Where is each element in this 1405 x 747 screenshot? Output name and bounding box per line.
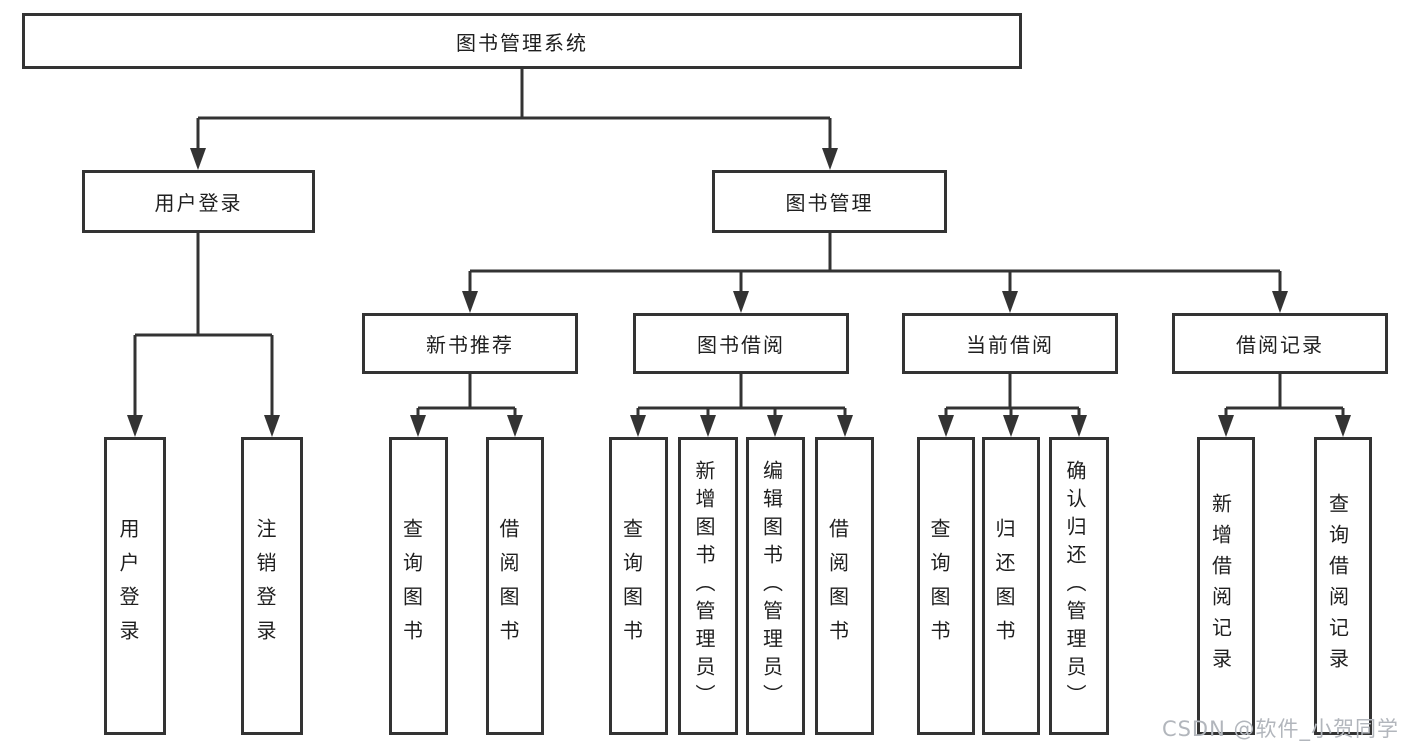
leaf-rec-borrow-books: 借阅图书 (486, 437, 544, 735)
leaf-user-login: 用户登录 (104, 437, 166, 735)
leaf-bb-add-books-admin: 新增图书（管理员） (678, 437, 738, 735)
arrowhead (630, 415, 646, 437)
arrowhead (767, 415, 783, 437)
node-root-label: 图书管理系统 (456, 30, 588, 55)
node-new-book-rec: 新书推荐 (362, 313, 578, 374)
arrowhead (1003, 415, 1019, 437)
leaf-bb-edit-books-admin: 编辑图书（管理员） (746, 437, 805, 735)
arrowhead (700, 415, 716, 437)
arrowhead (1218, 415, 1234, 437)
arrowhead (1272, 291, 1288, 313)
leaf-bb-query-books-label: 查询图书 (619, 518, 644, 654)
leaf-user-login-label: 用户登录 (116, 518, 140, 654)
arrowhead (1335, 415, 1351, 437)
leaf-bb-borrow-books-label: 借阅图书 (825, 518, 850, 654)
node-user-login-label: 用户登录 (154, 191, 243, 215)
node-book-mgmt-label: 图书管理 (785, 191, 874, 215)
node-book-mgmt: 图书管理 (712, 170, 947, 233)
leaf-cb-confirm-return-admin-label: 确认归还（管理员） (1063, 460, 1087, 712)
leaf-cb-return-books: 归还图书 (982, 437, 1040, 735)
arrowhead (822, 148, 838, 170)
connector-new-book-rec-to-leaves (410, 374, 523, 437)
leaf-br-query-record-label: 查询借阅记录 (1325, 493, 1350, 679)
arrowhead (733, 291, 749, 313)
leaf-cb-confirm-return-admin: 确认归还（管理员） (1049, 437, 1109, 735)
arrowhead (507, 415, 523, 437)
leaf-rec-query-books: 查询图书 (389, 437, 448, 735)
arrowhead (462, 291, 478, 313)
connector-borrow-record-to-leaves (1218, 374, 1351, 437)
leaf-bb-add-books-admin-label: 新增图书（管理员） (692, 460, 716, 712)
arrowhead (1002, 291, 1018, 313)
arrowhead (410, 415, 426, 437)
leaf-br-add-record: 新增借阅记录 (1197, 437, 1255, 735)
node-new-book-rec-label: 新书推荐 (426, 333, 514, 357)
arrowhead (837, 415, 853, 437)
leaf-br-query-record: 查询借阅记录 (1314, 437, 1372, 735)
leaf-bb-query-books: 查询图书 (609, 437, 668, 735)
connector-book-borrow-to-leaves (630, 374, 853, 437)
node-current-borrow-label: 当前借阅 (966, 333, 1054, 357)
node-user-login: 用户登录 (82, 170, 315, 233)
leaf-logout: 注销登录 (241, 437, 303, 735)
leaf-br-add-record-label: 新增借阅记录 (1208, 493, 1233, 679)
node-borrow-record: 借阅记录 (1172, 313, 1388, 374)
watermark-text: CSDN @软件_小贺同学 (1161, 717, 1399, 741)
node-book-borrow-label: 图书借阅 (697, 333, 785, 357)
connector-book-mgmt-to-level3 (462, 233, 1288, 313)
arrowhead (190, 148, 206, 170)
arrowhead (1071, 415, 1087, 437)
arrowhead (938, 415, 954, 437)
leaf-logout-label: 注销登录 (253, 518, 277, 654)
leaf-rec-query-books-label: 查询图书 (399, 518, 424, 654)
leaf-cb-return-books-label: 归还图书 (992, 518, 1016, 654)
node-root: 图书管理系统 (22, 13, 1022, 69)
node-borrow-record-label: 借阅记录 (1236, 333, 1324, 357)
arrowhead (127, 415, 143, 437)
node-current-borrow: 当前借阅 (902, 313, 1118, 374)
connector-root-to-level2 (190, 69, 838, 170)
leaf-bb-edit-books-admin-label: 编辑图书（管理员） (759, 460, 784, 712)
connector-current-borrow-to-leaves (938, 374, 1087, 437)
leaf-cb-query-books: 查询图书 (917, 437, 975, 735)
leaf-cb-query-books-label: 查询图书 (927, 518, 951, 654)
leaf-bb-borrow-books: 借阅图书 (815, 437, 874, 735)
connector-user-login-to-leaves (127, 233, 280, 437)
arrowhead (264, 415, 280, 437)
leaf-rec-borrow-books-label: 借阅图书 (496, 518, 520, 654)
node-book-borrow: 图书借阅 (633, 313, 849, 374)
